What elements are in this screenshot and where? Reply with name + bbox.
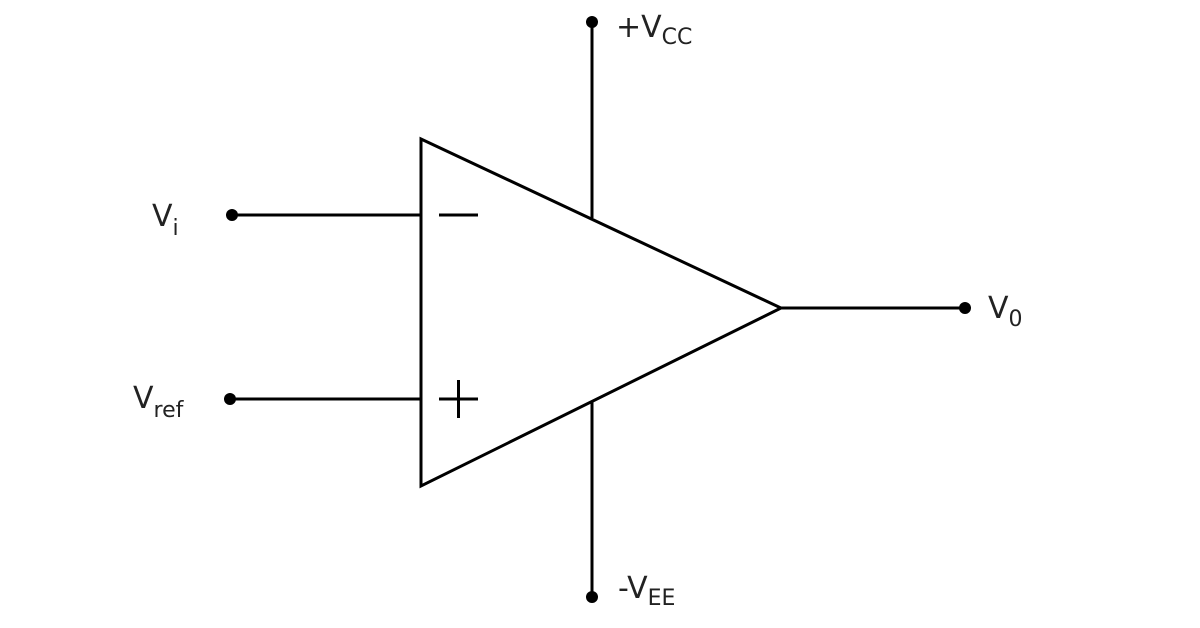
input-terminal-vi xyxy=(226,209,238,221)
label-vcc: +VCC xyxy=(616,10,692,50)
input-terminal-vref xyxy=(224,393,236,405)
output-terminal xyxy=(959,302,971,314)
label-vref: Vref xyxy=(133,381,185,423)
label-vout: V0 xyxy=(988,291,1023,332)
opamp-triangle xyxy=(419,136,785,489)
label-vee: -VEE xyxy=(618,571,675,611)
noninverting-input-plus-sign xyxy=(439,380,478,418)
label-vi: Vi xyxy=(152,199,179,241)
supply-terminal-vee xyxy=(586,591,598,603)
supply-terminal-vcc xyxy=(586,16,598,28)
